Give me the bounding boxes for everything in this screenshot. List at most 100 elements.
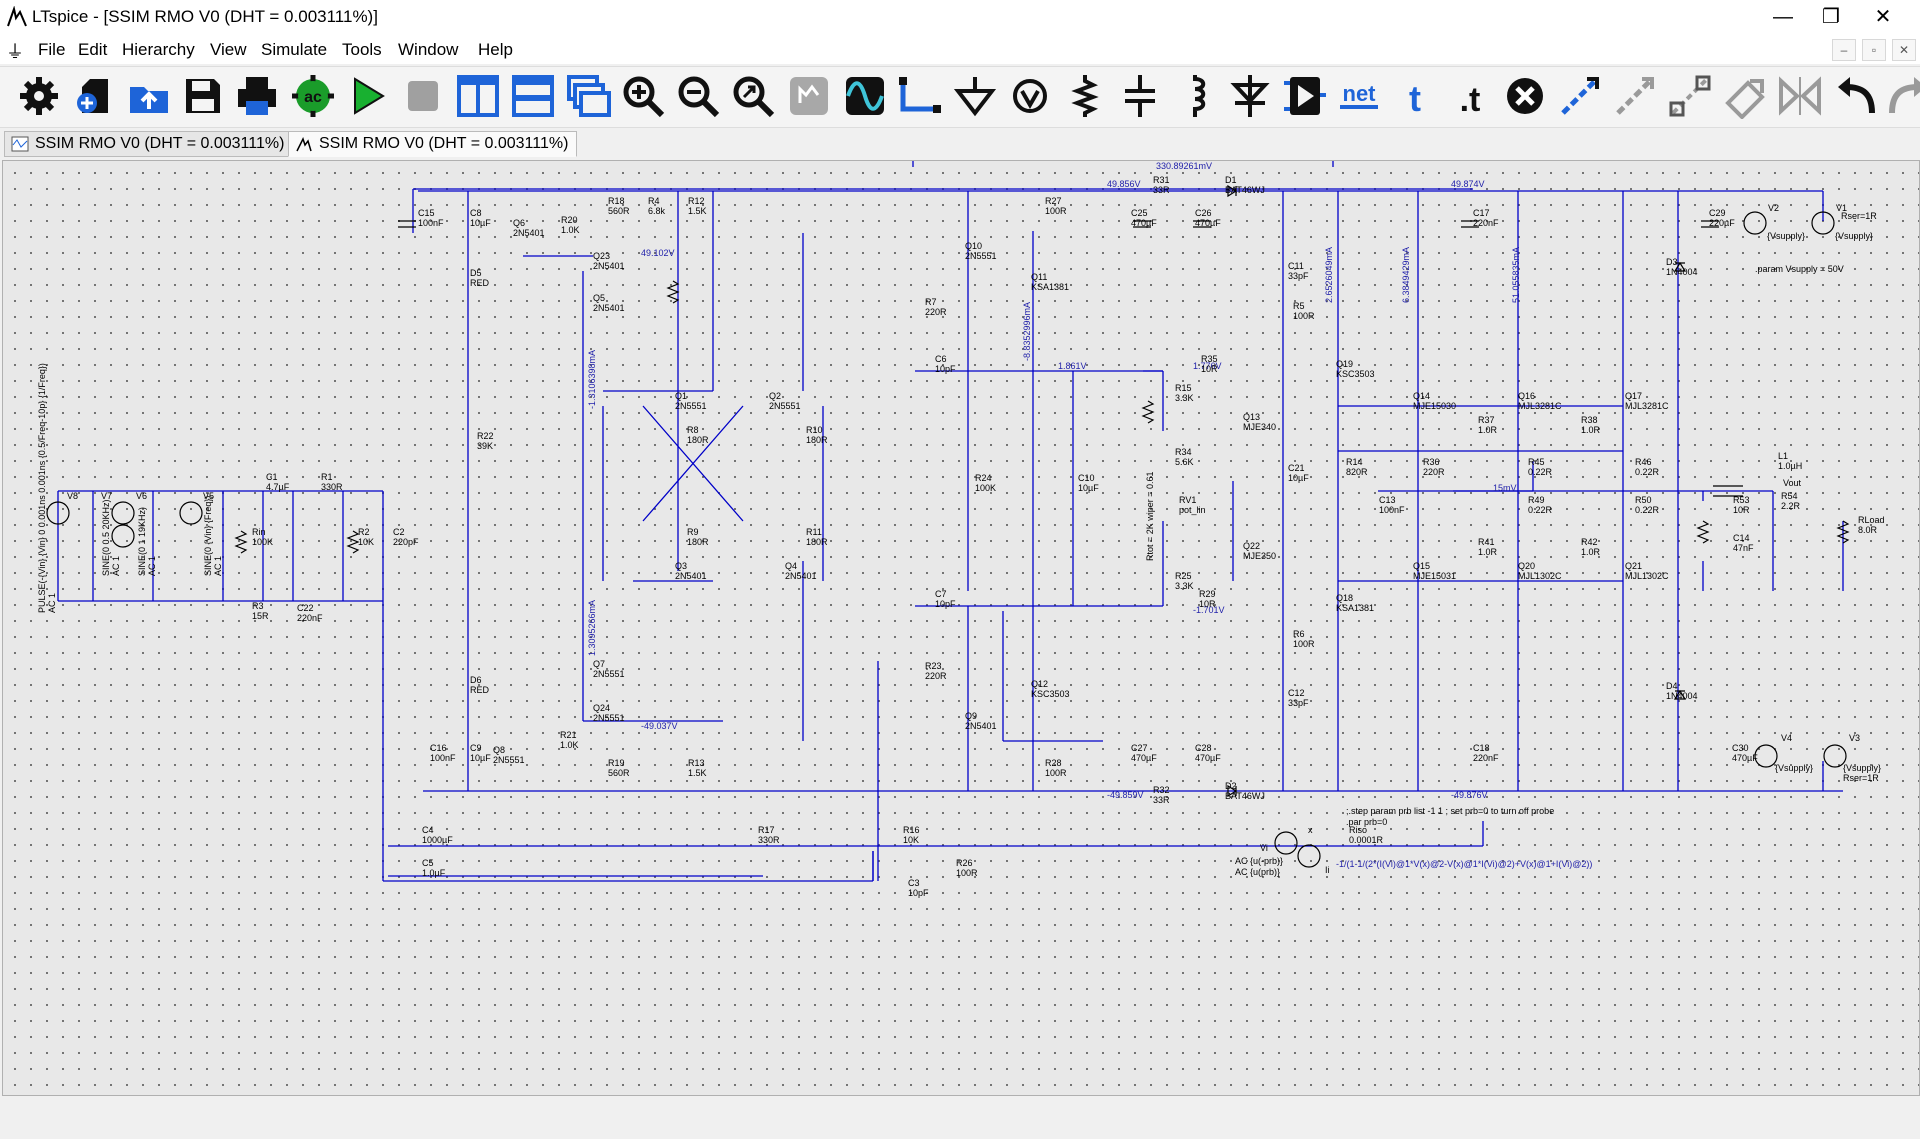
component-value-q24[interactable]: 2N5551 — [593, 713, 625, 723]
component-ref-q22[interactable]: Q22 — [1243, 541, 1260, 551]
mdi-minimize-button[interactable]: – — [1832, 39, 1856, 61]
component-value-q9[interactable]: 2N5401 — [965, 721, 997, 731]
component-value-r34[interactable]: 5.6K — [1175, 457, 1194, 467]
component-ref-c25[interactable]: C25 — [1131, 208, 1148, 218]
component-ref-r20[interactable]: R20 — [561, 215, 578, 225]
component-ref-c27[interactable]: C27 — [1131, 743, 1148, 753]
component-value-d4[interactable]: 1N4004 — [1666, 691, 1698, 701]
component-value-d6[interactable]: RED — [470, 685, 490, 695]
spice-directive-icon[interactable]: .t — [1447, 73, 1493, 119]
component-value-r36[interactable]: 220R — [1423, 467, 1445, 477]
paste-icon[interactable] — [1722, 73, 1768, 120]
component-ref-q2[interactable]: Q2 — [769, 391, 781, 401]
component-ref-r35[interactable]: R35 — [1201, 354, 1218, 364]
component-ref-d6[interactable]: D6 — [470, 675, 482, 685]
inductor-icon[interactable] — [1172, 73, 1218, 119]
component-ref-r18[interactable]: R18 — [608, 196, 625, 206]
component-ref-r41[interactable]: R41 — [1478, 537, 1495, 547]
component-ref-r37[interactable]: R37 — [1478, 415, 1495, 425]
component-value-c16[interactable]: 100nF — [430, 753, 456, 763]
component-value-l1[interactable]: 1.0µH — [1778, 461, 1802, 471]
component-value-q5[interactable]: 2N5401 — [593, 303, 625, 313]
component-value-q14[interactable]: MJE15030 — [1413, 401, 1456, 411]
menu-simulate[interactable]: Simulate — [261, 40, 328, 59]
text-icon[interactable]: t — [1392, 73, 1438, 119]
component-value-q2[interactable]: 2N5551 — [769, 401, 801, 411]
component-value-r35[interactable]: 10R — [1201, 364, 1218, 374]
component-ref-q18[interactable]: Q18 — [1336, 593, 1353, 603]
menu-view[interactable]: View — [210, 40, 247, 59]
component-ref-rload[interactable]: RLoad — [1858, 515, 1885, 525]
component-ref-r46[interactable]: R46 — [1635, 457, 1652, 467]
component-value-c29[interactable]: 220µF — [1709, 218, 1735, 228]
redo-icon[interactable] — [1886, 73, 1920, 119]
component-ref-c9[interactable]: C9 — [470, 743, 482, 753]
component-value-r27[interactable]: 100R — [1045, 206, 1067, 216]
component-value-r18[interactable]: 560R — [608, 206, 630, 216]
component-value-r15[interactable]: 3.3K — [1175, 393, 1194, 403]
component-value-q4[interactable]: 2N5401 — [785, 571, 817, 581]
close-button[interactable]: ✕ — [1874, 6, 1892, 28]
component-value-r22[interactable]: 39K — [477, 441, 493, 451]
component-ref-r1[interactable]: R1 — [321, 472, 333, 482]
component-ref-r28[interactable]: R28 — [1045, 758, 1062, 768]
component-value-c18[interactable]: 220nF — [1473, 753, 1499, 763]
component-ref-c29[interactable]: C29 — [1709, 208, 1726, 218]
component-ref-c16[interactable]: C16 — [430, 743, 447, 753]
component-ref-r25[interactable]: R25 — [1175, 571, 1192, 581]
component-ref-d5[interactable]: D5 — [470, 268, 482, 278]
component-value-d2[interactable]: BAT46WJ — [1225, 791, 1265, 801]
component-value-q17[interactable]: MJL3281C — [1625, 401, 1669, 411]
component-value-r13[interactable]: 1.5K — [688, 768, 707, 778]
component-value-c15[interactable]: 100nF — [418, 218, 444, 228]
component-ref-rv1[interactable]: RV1 — [1179, 495, 1196, 505]
component-ref-q4[interactable]: Q4 — [785, 561, 797, 571]
component-ref-c8[interactable]: C8 — [470, 208, 482, 218]
mdi-restore-button[interactable]: ▫ — [1862, 39, 1886, 61]
component-ref-q14[interactable]: Q14 — [1413, 391, 1430, 401]
component-ref-r21[interactable]: R21 — [560, 730, 577, 740]
component-value-c11[interactable]: 33pF — [1288, 271, 1309, 281]
menu-window[interactable]: Window — [398, 40, 459, 59]
component-ref-c11[interactable]: C11 — [1288, 261, 1304, 271]
component-ref-r50[interactable]: R50 — [1635, 495, 1652, 505]
wire-icon[interactable] — [897, 73, 943, 119]
drag-icon[interactable] — [1612, 73, 1658, 119]
component-ref-c7[interactable]: C7 — [935, 589, 947, 599]
component-ref-r24[interactable]: R24 — [975, 473, 992, 483]
component-value-r10[interactable]: 180R — [806, 435, 828, 445]
undo-icon[interactable] — [1832, 73, 1878, 119]
component-value-q11[interactable]: KSA1381 — [1031, 282, 1069, 292]
component-value-c28[interactable]: 470µF — [1195, 753, 1221, 763]
component-value-r54[interactable]: 2.2R — [1781, 501, 1801, 511]
component-value-r24[interactable]: 100K — [975, 483, 996, 493]
component-ref-r16[interactable]: R16 — [903, 825, 920, 835]
component-value-rload[interactable]: 8.0R — [1858, 525, 1878, 535]
component-value-r5[interactable]: 100R — [1293, 311, 1315, 321]
component-ref-q13[interactable]: Q13 — [1243, 412, 1260, 422]
component-ref-q1[interactable]: Q1 — [675, 391, 687, 401]
component-ref-d2[interactable]: D2 — [1225, 781, 1237, 791]
component-ref-r42[interactable]: R42 — [1581, 537, 1598, 547]
component-ref-q24[interactable]: Q24 — [593, 703, 610, 713]
component-value-r12[interactable]: 1.5K — [688, 206, 707, 216]
component-ref-v7[interactable]: V7 — [101, 491, 112, 501]
component-value-c25[interactable]: 470µF — [1131, 218, 1157, 228]
component-ref-r17[interactable]: R17 — [758, 825, 775, 835]
tile-vertical-icon[interactable] — [455, 73, 501, 119]
schematic-canvas[interactable]: 330.89261mV 49.856V 49.874V -49.859V -49… — [2, 160, 1920, 1096]
pan-icon[interactable] — [786, 73, 832, 119]
component-value-d5[interactable]: RED — [470, 278, 490, 288]
component-value-q1[interactable]: 2N5551 — [675, 401, 707, 411]
component-ref-c4[interactable]: C4 — [422, 825, 434, 835]
component-value-d3[interactable]: 1N4004 — [1666, 267, 1698, 277]
component-value-q22[interactable]: MJE350 — [1243, 551, 1276, 561]
tab-schematic[interactable]: SSIM RMO V0 (DHT = 0.003111%) — [288, 131, 578, 157]
component-ref-r15[interactable]: R15 — [1175, 383, 1192, 393]
component-value-q13[interactable]: MJE340 — [1243, 422, 1276, 432]
delete-icon[interactable] — [1502, 73, 1548, 119]
mirror-icon[interactable] — [1777, 73, 1823, 119]
new-schematic-icon[interactable] — [72, 73, 118, 119]
component-ref-q12[interactable]: Q12 — [1031, 679, 1048, 689]
component-ref-c28[interactable]: C28 — [1195, 743, 1212, 753]
